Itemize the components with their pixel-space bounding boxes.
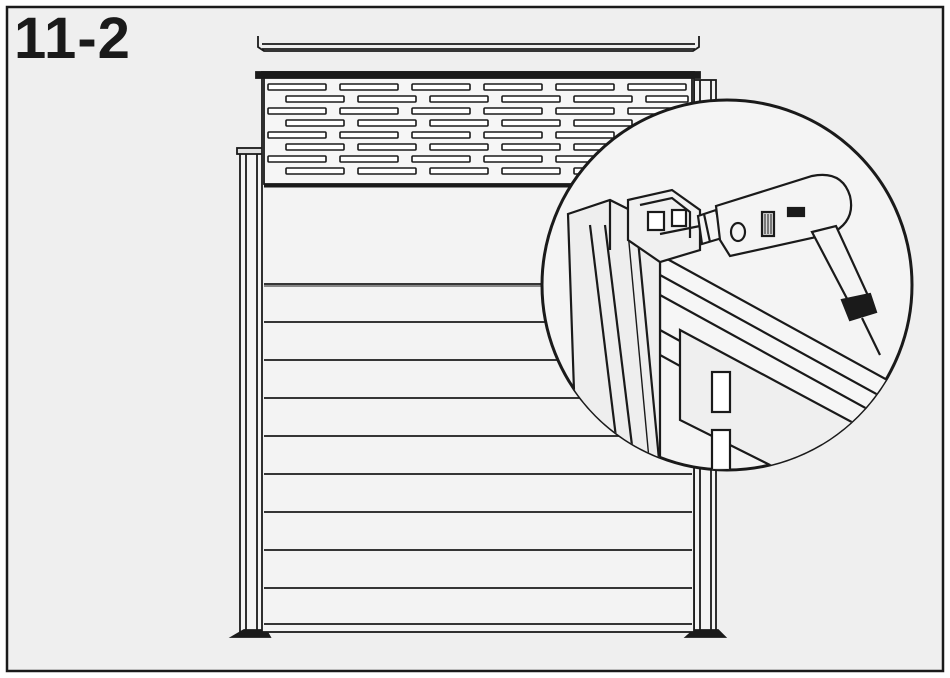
panel-slot: [555, 107, 615, 115]
panel-slot: [483, 83, 543, 91]
panel-slot: [267, 107, 327, 115]
panel-slot: [429, 95, 489, 103]
panel-slot: [483, 155, 543, 163]
panel-slot: [483, 131, 543, 139]
panel-slot: [501, 167, 561, 175]
panel-slot: [645, 95, 689, 103]
panel-slot: [411, 107, 471, 115]
panel-slot: [285, 167, 345, 175]
panel-slot: [501, 119, 561, 127]
top-rail-cap: [257, 36, 700, 52]
panel-slot: [285, 95, 345, 103]
panel-slot: [357, 119, 417, 127]
panel-slot: [429, 143, 489, 151]
panel-slot: [339, 131, 399, 139]
panel-slot: [339, 107, 399, 115]
panel-slot: [267, 83, 327, 91]
panel-slot: [483, 107, 543, 115]
panel-slot: [267, 131, 327, 139]
panel-slot: [429, 167, 489, 175]
panel-slot: [555, 131, 615, 139]
panel-slot: [411, 131, 471, 139]
panel-slot: [573, 119, 633, 127]
step-number: 11-2: [14, 6, 131, 71]
panel-slot: [285, 119, 345, 127]
panel-slot: [501, 95, 561, 103]
panel-slot: [357, 167, 417, 175]
panel-slot: [555, 83, 615, 91]
panel-slot: [267, 155, 327, 163]
panel-slot: [357, 143, 417, 151]
horizontal-fence-boards: [264, 283, 692, 625]
panel-slot: [339, 83, 399, 91]
power-drill-icon: [659, 173, 881, 356]
panel-slot: [357, 95, 417, 103]
panel-slot: [573, 95, 633, 103]
panel-slot: [501, 143, 561, 151]
panel-slot: [429, 119, 489, 127]
panel-slot: [411, 155, 471, 163]
panel-slot: [285, 143, 345, 151]
panel-slot: [411, 83, 471, 91]
left-post: [228, 147, 272, 638]
panel-slot: [627, 83, 687, 91]
panel-slot: [339, 155, 399, 163]
